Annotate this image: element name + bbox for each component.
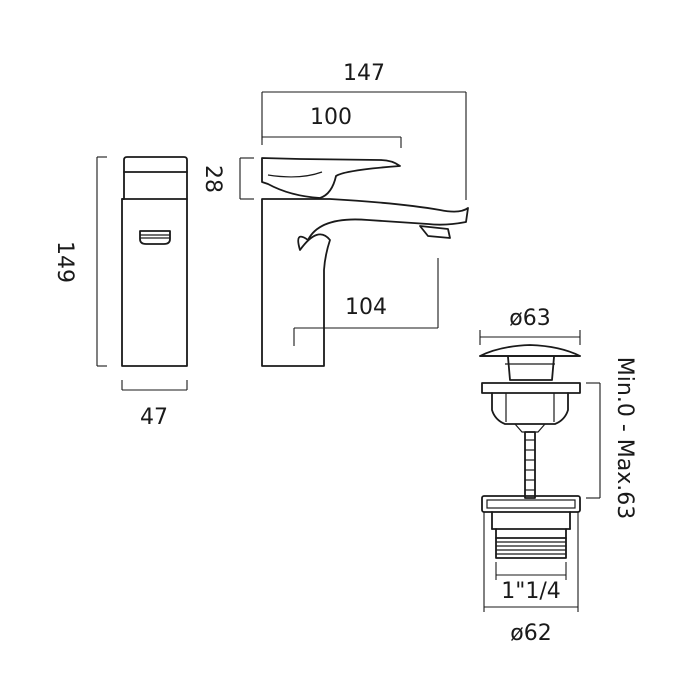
adjustment-label: Min.0 - Max.63 bbox=[612, 357, 637, 519]
spout-reach-dimension bbox=[293, 258, 439, 346]
overall-length-label: 147 bbox=[343, 61, 385, 86]
side-view-width-dimension bbox=[121, 380, 188, 391]
overall-length-dimension bbox=[261, 91, 467, 200]
base-diameter-label: ø62 bbox=[510, 621, 551, 646]
cap-diameter-dimension bbox=[479, 330, 581, 345]
handle-length-label: 100 bbox=[310, 105, 352, 130]
base-diameter-dimension bbox=[483, 512, 579, 612]
front-view: 147 100 28 104 bbox=[200, 61, 469, 367]
handle-length-dimension bbox=[261, 130, 402, 148]
waste-flange bbox=[481, 382, 581, 425]
waste-thread bbox=[495, 528, 567, 559]
handle-height-dimension bbox=[239, 157, 254, 200]
waste-cap bbox=[479, 344, 581, 381]
width-label: 47 bbox=[140, 405, 168, 430]
tap-body bbox=[261, 198, 469, 367]
side-view-height-dimension bbox=[96, 156, 107, 367]
waste-body bbox=[481, 495, 581, 530]
side-view-aerator bbox=[139, 230, 171, 245]
adjustment-dimension bbox=[586, 382, 601, 499]
handle-height-label: 28 bbox=[200, 165, 225, 193]
thread-dimension bbox=[495, 562, 567, 580]
waste-fitting: ø63 Min.0 - Max.63 1"1/4 ø62 bbox=[479, 306, 637, 646]
thread-label: 1"1/4 bbox=[501, 579, 561, 604]
spout-reach-label: 104 bbox=[345, 295, 387, 320]
side-view: 149 47 bbox=[52, 156, 188, 430]
cap-diameter-label: ø63 bbox=[509, 306, 550, 331]
side-view-body bbox=[121, 156, 188, 367]
height-label: 149 bbox=[52, 241, 77, 283]
tap-handle bbox=[261, 157, 401, 199]
waste-spindle bbox=[514, 423, 546, 499]
spout-outlet bbox=[419, 225, 451, 239]
